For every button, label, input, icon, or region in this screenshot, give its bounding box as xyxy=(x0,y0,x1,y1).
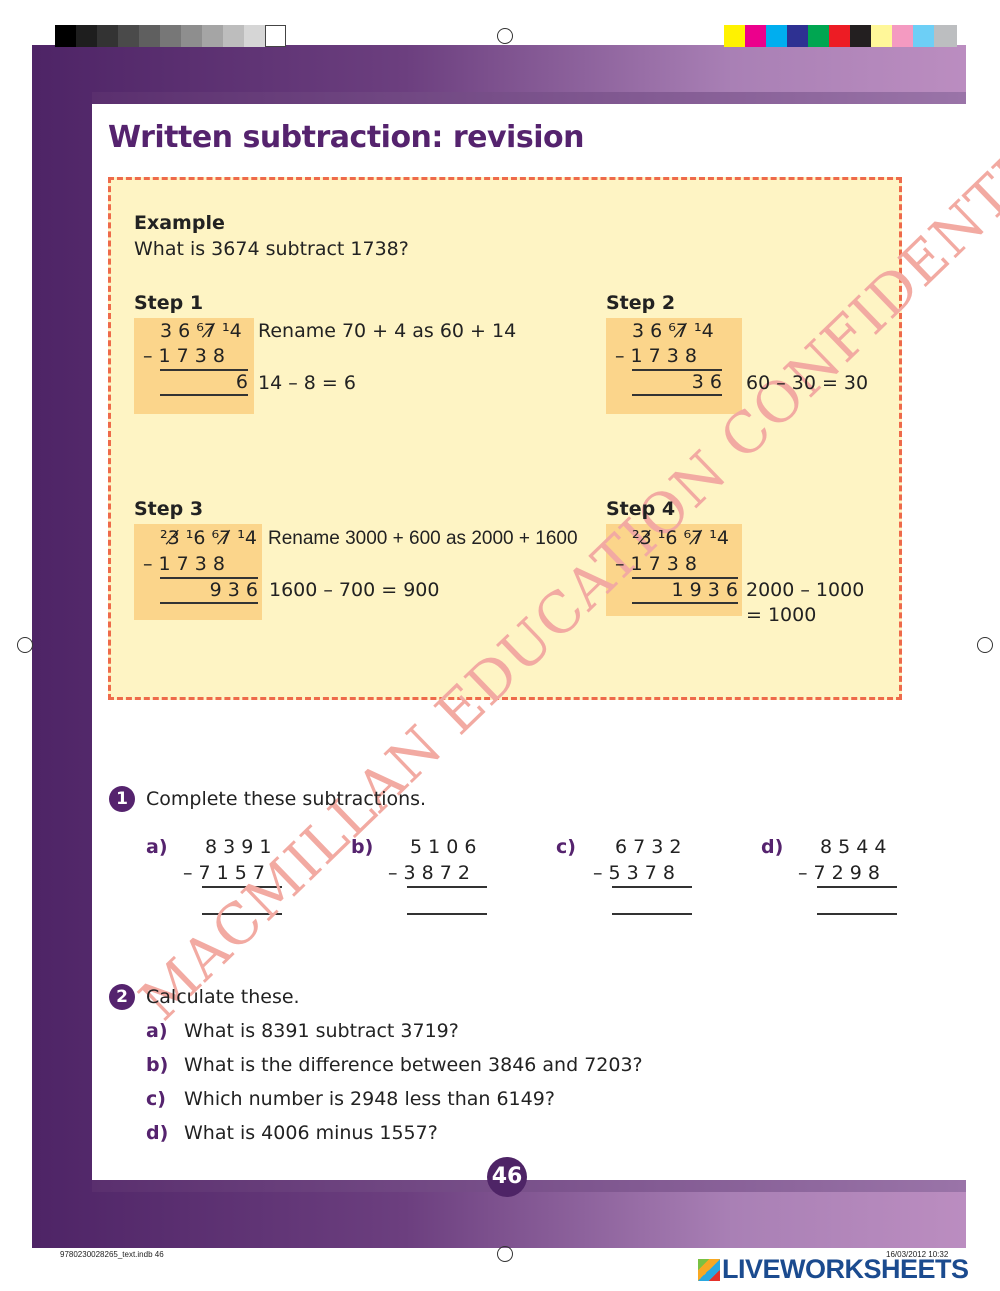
step-1-calc: 14 – 8 = 6 xyxy=(258,372,356,394)
rule xyxy=(160,577,258,579)
q1c-top: 6 7 3 2 xyxy=(615,836,682,858)
step-4-bottom: – 1 7 3 8 xyxy=(615,553,698,575)
q1c-label: c) xyxy=(556,836,576,858)
step-3-top: ²3̸ ¹6 ⁶7̸ ¹4 xyxy=(160,527,257,549)
step-3-bottom: – 1 7 3 8 xyxy=(143,553,226,575)
step-3-calc: 1600 – 700 = 900 xyxy=(269,579,440,601)
q1b-answer-line[interactable] xyxy=(407,913,487,915)
registration-mark-icon xyxy=(17,637,33,653)
rule xyxy=(632,394,722,396)
q1c-bottom: – 5 3 7 8 xyxy=(593,862,676,884)
q1d-label: d) xyxy=(761,836,784,858)
question-1-instruction: Complete these subtractions. xyxy=(146,788,427,810)
step-3-label: Step 3 xyxy=(134,498,204,520)
step-2-top: 3 6 ⁶7̸ ¹4 xyxy=(632,320,714,342)
rule xyxy=(632,369,722,371)
step-4-result: 1 9 3 6 xyxy=(671,579,738,601)
q1d-bottom: – 7 2 9 8 xyxy=(798,862,881,884)
q1a-answer-line[interactable] xyxy=(202,913,282,915)
step-3-result: 9 3 6 xyxy=(209,579,258,601)
bottom-band xyxy=(92,1180,966,1192)
step-4-calc-result: = 1000 xyxy=(746,604,817,626)
registration-mark-icon xyxy=(497,28,513,44)
q2c-label: c) xyxy=(146,1088,166,1110)
q1a-top: 8 3 9 1 xyxy=(205,836,272,858)
footer-date: 16/03/2012 10:32 xyxy=(886,1250,949,1259)
step-4-label: Step 4 xyxy=(606,498,676,520)
q2b-text: What is the difference between 3846 and … xyxy=(184,1054,643,1076)
q2d-label: d) xyxy=(146,1122,169,1144)
question-1-number: 1 xyxy=(109,786,135,812)
step-1-bottom: – 1 7 3 8 xyxy=(143,345,226,367)
rule xyxy=(632,577,738,579)
rule xyxy=(160,394,248,396)
rule xyxy=(817,886,897,888)
page-title: Written subtraction: revision xyxy=(108,120,584,155)
step-3-highlight xyxy=(134,524,262,620)
step-2-bottom: – 1 7 3 8 xyxy=(615,345,698,367)
q2a-label: a) xyxy=(146,1020,168,1042)
rule xyxy=(632,602,738,604)
example-question: What is 3674 subtract 1738? xyxy=(134,238,409,260)
rule xyxy=(612,886,692,888)
rule xyxy=(160,369,248,371)
question-2-number: 2 xyxy=(109,984,135,1010)
q1b-top: 5 1 0 6 xyxy=(410,836,477,858)
rule xyxy=(407,886,487,888)
q1d-answer-line[interactable] xyxy=(817,913,897,915)
step-2-result: 3 6 xyxy=(691,371,722,393)
rule xyxy=(202,886,282,888)
step-1-top: 3 6 ⁶7̸ ¹4 xyxy=(160,320,242,342)
rule xyxy=(160,602,258,604)
registration-mark-icon xyxy=(497,1246,513,1262)
q2d-text: What is 4006 minus 1557? xyxy=(184,1122,438,1144)
q2a-text: What is 8391 subtract 3719? xyxy=(184,1020,459,1042)
question-2-instruction: Calculate these. xyxy=(146,986,300,1008)
step-1-result: 6 xyxy=(235,371,248,393)
step-2-highlight xyxy=(606,318,742,414)
registration-mark-icon xyxy=(977,637,993,653)
top-band xyxy=(92,92,966,104)
step-3-note: Rename 3000 + 600 as 2000 + 1600 xyxy=(268,528,578,549)
page-number: 46 xyxy=(487,1157,527,1197)
q2c-text: Which number is 2948 less than 6149? xyxy=(184,1088,555,1110)
q1b-bottom: – 3 8 7 2 xyxy=(388,862,471,884)
step-2-label: Step 2 xyxy=(606,292,676,314)
q1a-bottom: – 7 1 5 7 xyxy=(183,862,266,884)
liveworksheets-logo-icon xyxy=(698,1259,720,1281)
step-2-calc: 60 – 30 = 30 xyxy=(746,372,869,394)
example-heading: Example xyxy=(134,212,225,234)
step-4-top: ²3̸ ¹6 ⁶7̸ ¹4 xyxy=(632,527,729,549)
step-1-highlight xyxy=(134,318,254,414)
brand-logo[interactable]: LIVEWORKSHEETS xyxy=(722,1254,969,1284)
step-4-calc: 2000 – 1000 xyxy=(746,579,865,601)
q2b-label: b) xyxy=(146,1054,169,1076)
step-1-label: Step 1 xyxy=(134,292,204,314)
q1a-label: a) xyxy=(146,836,168,858)
q1c-answer-line[interactable] xyxy=(612,913,692,915)
step-1-note: Rename 70 + 4 as 60 + 14 xyxy=(258,320,517,342)
q1d-top: 8 5 4 4 xyxy=(820,836,887,858)
q1b-label: b) xyxy=(351,836,374,858)
step-4-highlight xyxy=(606,524,742,616)
footer-file: 9780230028265_text.indb 46 xyxy=(60,1250,164,1259)
